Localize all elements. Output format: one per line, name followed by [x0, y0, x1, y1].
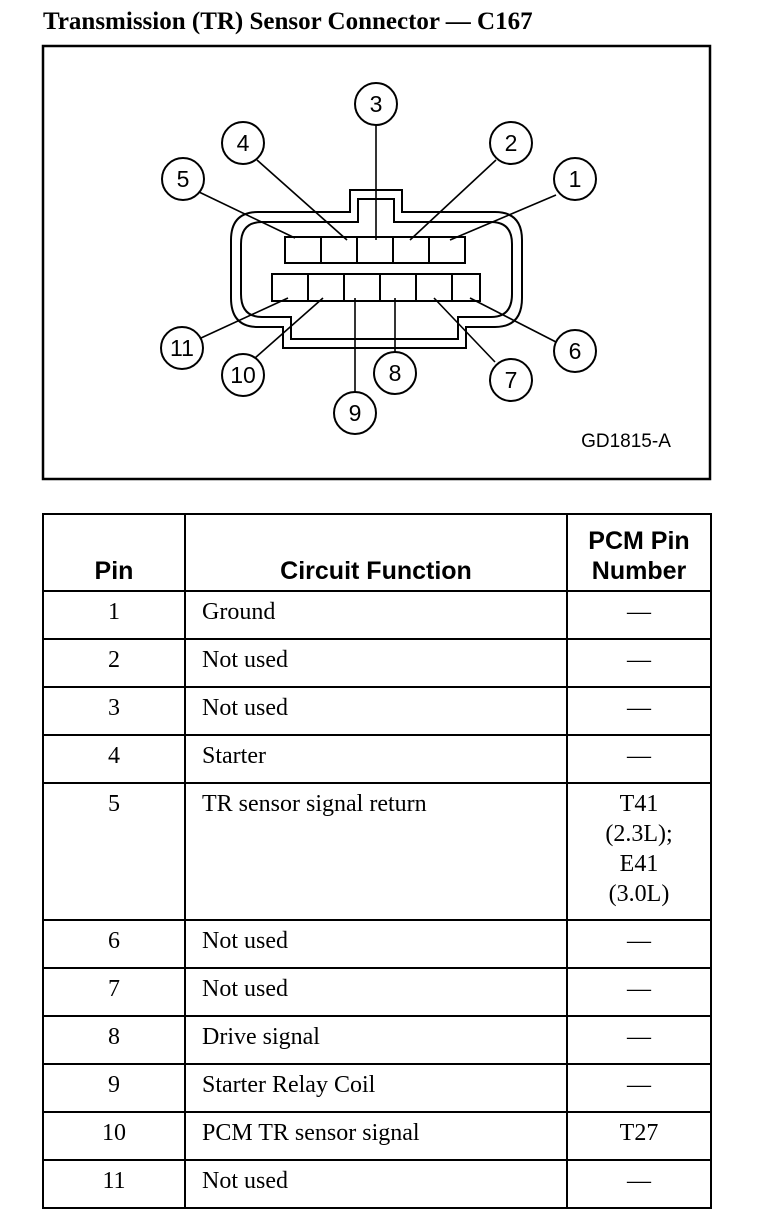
cell-pin: 9 — [42, 1063, 186, 1113]
cell-pin: 8 — [42, 1015, 186, 1065]
terminal-2 — [392, 236, 430, 264]
pin-label-3: 3 — [370, 91, 383, 117]
table-row: 7 Not used — — [42, 967, 712, 1017]
terminal-6 — [451, 273, 481, 302]
cell-function: Drive signal — [184, 1015, 568, 1065]
table-header-row: Pin Circuit Function PCM Pin Number — [42, 513, 712, 592]
pin-label-10: 10 — [230, 362, 256, 388]
pin-callouts — [160, 82, 597, 435]
cell-pcm: — — [566, 1063, 712, 1113]
pin-label-7: 7 — [505, 367, 518, 393]
cell-function: Not used — [184, 686, 568, 736]
cell-pcm: — — [566, 686, 712, 736]
pin-label-11: 11 — [170, 335, 194, 361]
cell-function: Ground — [184, 590, 568, 640]
terminal-8 — [379, 273, 417, 302]
table-row: 3 Not used — — [42, 686, 712, 736]
pin-label-4: 4 — [237, 130, 250, 156]
cell-function: Not used — [184, 967, 568, 1017]
connector-diagram: 1 2 3 4 5 6 7 8 9 10 11 GD1815-A — [41, 44, 712, 481]
leader-lines — [198, 124, 557, 393]
diagram-code: GD1815-A — [581, 431, 671, 452]
callout-circle-10 — [221, 353, 265, 397]
pin-label-5: 5 — [177, 166, 190, 192]
bottom-row-terminals — [271, 273, 481, 302]
callout-circle-9 — [333, 391, 377, 435]
header-circuit-function: Circuit Function — [184, 513, 568, 592]
callout-circle-1 — [553, 157, 597, 201]
table-row: 2 Not used — — [42, 638, 712, 688]
table-row: 8 Drive signal — — [42, 1015, 712, 1065]
cell-pcm: — — [566, 919, 712, 969]
callout-circle-11 — [160, 326, 204, 370]
cell-pcm: T41 (2.3L); E41 (3.0L) — [566, 782, 712, 921]
cell-pcm: — — [566, 638, 712, 688]
cell-function: Not used — [184, 638, 568, 688]
table-row: 1 Ground — — [42, 590, 712, 640]
terminal-1 — [428, 236, 466, 264]
table-row: 5 TR sensor signal return T41 (2.3L); E4… — [42, 782, 712, 921]
cell-pin: 3 — [42, 686, 186, 736]
cell-pcm: T27 — [566, 1111, 712, 1161]
terminal-7 — [415, 273, 453, 302]
cell-function: TR sensor signal return — [184, 782, 568, 921]
cell-pcm: — — [566, 1015, 712, 1065]
pin-label-9: 9 — [349, 400, 362, 426]
callout-circle-5 — [161, 157, 205, 201]
table-row: 9 Starter Relay Coil — — [42, 1063, 712, 1113]
cell-pin: 5 — [42, 782, 186, 921]
cell-function: Starter — [184, 734, 568, 784]
callout-circle-8 — [373, 351, 417, 395]
header-pin: Pin — [42, 513, 186, 592]
cell-pin: 7 — [42, 967, 186, 1017]
cell-pcm: — — [566, 1159, 712, 1209]
pin-label-8: 8 — [389, 360, 402, 386]
callout-circle-4 — [221, 121, 265, 165]
terminal-11 — [271, 273, 309, 302]
cell-pcm: — — [566, 590, 712, 640]
cell-pin: 2 — [42, 638, 186, 688]
pin-table: Pin Circuit Function PCM Pin Number 1 Gr… — [42, 513, 712, 1209]
callout-circle-3 — [354, 82, 398, 126]
cell-pin: 11 — [42, 1159, 186, 1209]
cell-pcm: — — [566, 734, 712, 784]
cell-pin: 10 — [42, 1111, 186, 1161]
cell-pcm: — — [566, 967, 712, 1017]
terminal-10 — [307, 273, 345, 302]
pin-label-6: 6 — [569, 338, 582, 364]
diagram-frame — [41, 44, 712, 481]
table-row: 6 Not used — — [42, 919, 712, 969]
cell-pin: 4 — [42, 734, 186, 784]
table-row: 10 PCM TR sensor signal T27 — [42, 1111, 712, 1161]
table-row: 11 Not used — — [42, 1159, 712, 1209]
cell-pin: 6 — [42, 919, 186, 969]
terminal-9 — [343, 273, 381, 302]
pin-label-2: 2 — [505, 130, 518, 156]
terminal-4 — [320, 236, 358, 264]
terminal-3 — [356, 236, 394, 264]
cell-function: Not used — [184, 919, 568, 969]
terminal-5 — [284, 236, 322, 264]
cell-function: Not used — [184, 1159, 568, 1209]
callout-circle-6 — [553, 329, 597, 373]
top-row-terminals — [284, 236, 466, 264]
table-row: 4 Starter — — [42, 734, 712, 784]
cell-function: Starter Relay Coil — [184, 1063, 568, 1113]
pin-label-1: 1 — [569, 166, 582, 192]
header-pcm-pin-number: PCM Pin Number — [566, 513, 712, 592]
callout-circle-2 — [489, 121, 533, 165]
page-title: Transmission (TR) Sensor Connector — C16… — [43, 8, 533, 35]
cell-pin: 1 — [42, 590, 186, 640]
connector-housing-inner — [240, 198, 513, 340]
cell-function: PCM TR sensor signal — [184, 1111, 568, 1161]
callout-circle-7 — [489, 358, 533, 402]
